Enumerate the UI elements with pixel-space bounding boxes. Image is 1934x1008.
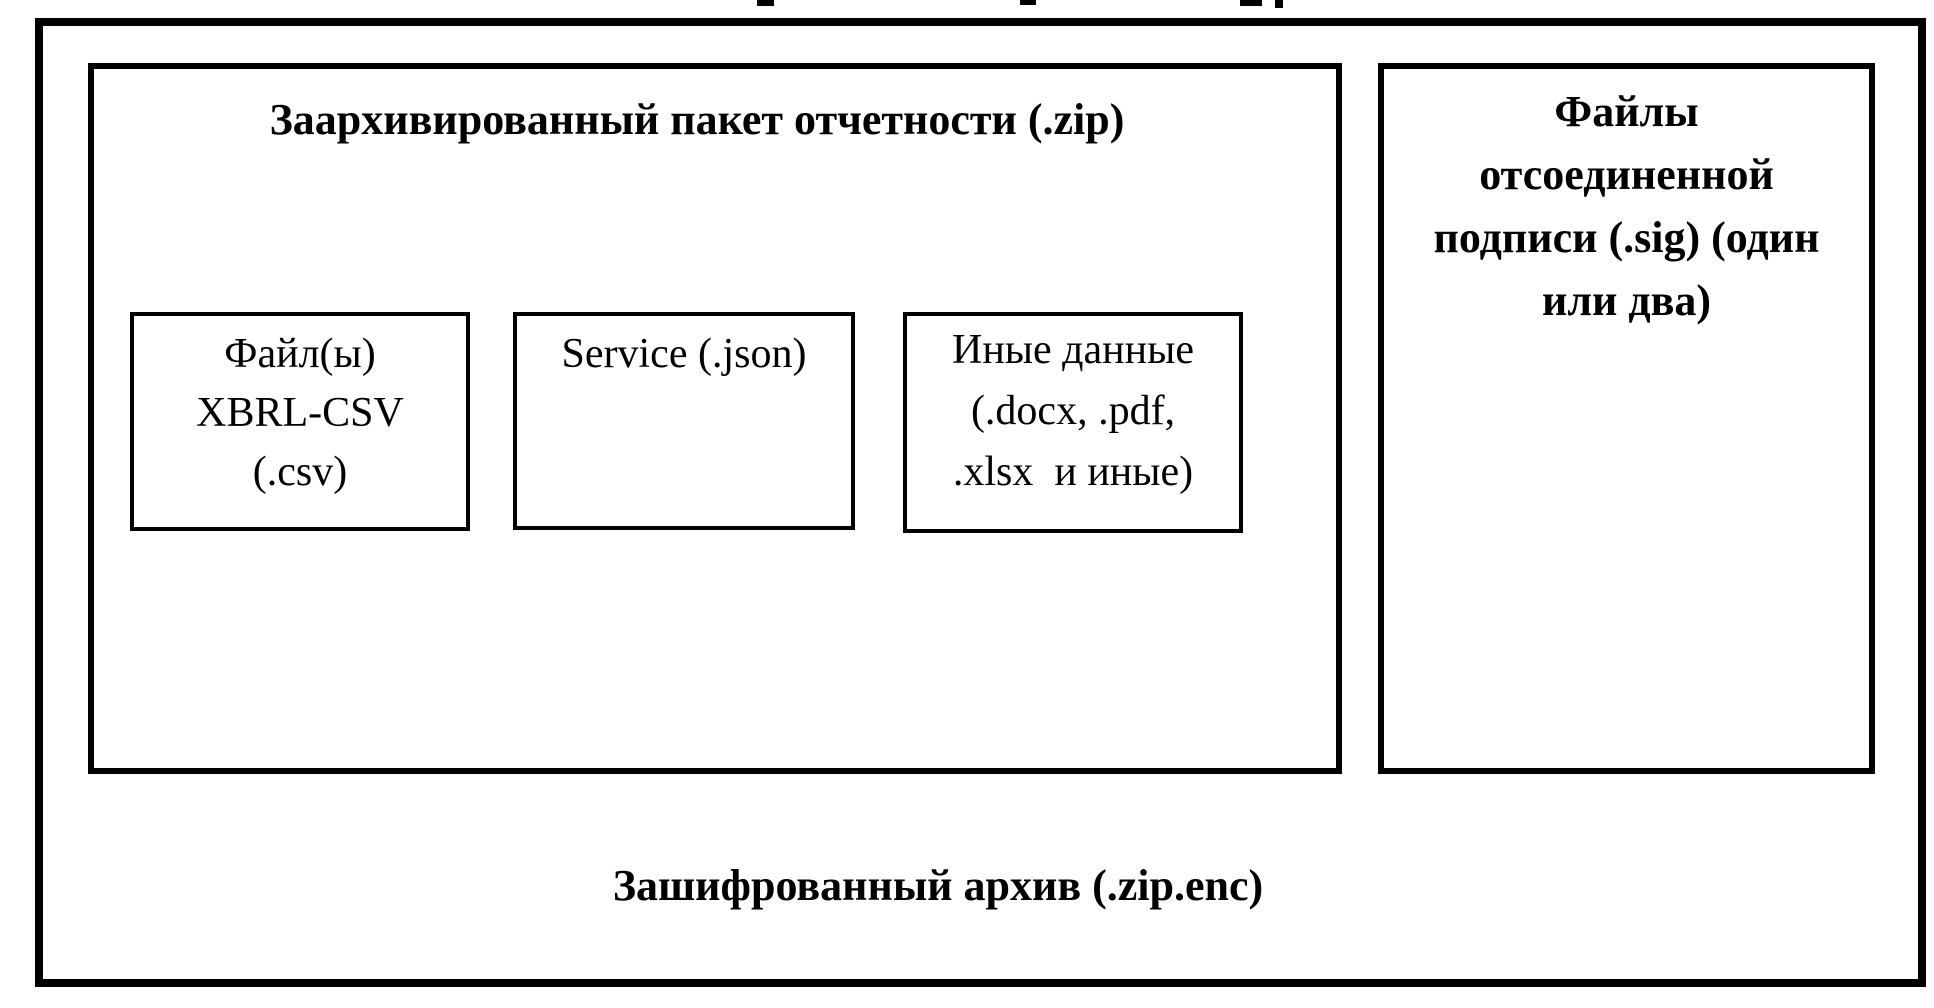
signature-files-line-2: отсоединенной	[1479, 150, 1774, 199]
cutoff-text-fragment	[1020, 0, 1036, 5]
xbrl-csv-files-line-2: XBRL-CSV	[196, 390, 404, 436]
signature-files-label: Файлы отсоединенной подписи (.sig) (один…	[1378, 80, 1875, 332]
other-data-line-2: (.docx, .pdf,	[970, 388, 1176, 434]
signature-files-line-3: подписи (.sig) (один	[1433, 213, 1820, 262]
other-data-label: Иные данные (.docx, .pdf, .xlsx и иные)	[903, 320, 1243, 503]
reporting-package-title-text: Заархивированный пакет отчетности (.zip)	[269, 95, 1125, 144]
other-data-line-1: Иные данные	[952, 327, 1194, 373]
xbrl-csv-files-line-3: (.csv)	[252, 449, 348, 495]
encrypted-archive-label: Зашифрованный архив (.zip.enc)	[0, 858, 1876, 914]
signature-files-line-4: или два)	[1541, 276, 1712, 325]
cutoff-text-fragment	[1275, 0, 1283, 8]
cutoff-text-fragment	[757, 0, 774, 6]
other-data-box	[903, 312, 1243, 533]
encrypted-archive-label-text: Зашифрованный архив (.zip.enc)	[612, 861, 1264, 910]
other-data-line-3: .xlsx и иные)	[952, 449, 1194, 495]
service-json-box	[513, 312, 855, 530]
service-json-label: Service (.json)	[513, 325, 855, 384]
signature-files-line-1: Файлы	[1554, 87, 1699, 136]
reporting-package-title: Заархивированный пакет отчетности (.zip)	[70, 90, 1324, 150]
xbrl-csv-files-line-1: Файл(ы)	[224, 331, 376, 377]
signature-files-box	[1378, 63, 1875, 774]
service-json-line-1: Service (.json)	[561, 331, 807, 377]
cutoff-text-fragment	[1240, 0, 1262, 6]
xbrl-csv-files-label: Файл(ы) XBRL-CSV (.csv)	[130, 325, 470, 502]
xbrl-csv-files-box	[130, 312, 470, 531]
